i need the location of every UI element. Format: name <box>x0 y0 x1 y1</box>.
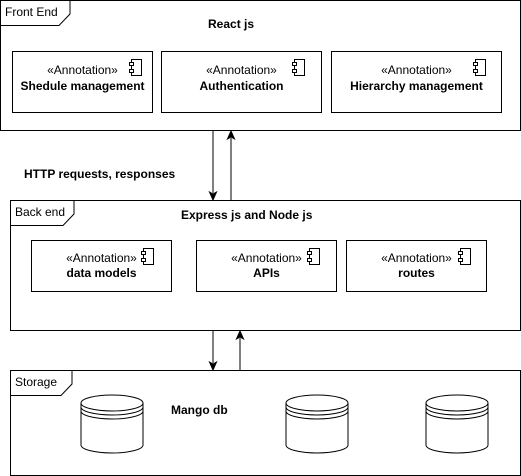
component-apis[interactable]: «Annotation» APIs <box>196 240 337 292</box>
component-name: Authentication <box>199 79 284 93</box>
backend-frame: Back end Express js and Node js «Annotat… <box>10 200 521 331</box>
frontend-frame: Front End React js «Annotation» Shedule … <box>0 0 521 131</box>
arrow-up-backend-to-frontend <box>226 129 236 200</box>
component-name: APIs <box>253 266 280 280</box>
backend-tab-label: Back end <box>15 205 66 219</box>
database-icon <box>80 394 144 454</box>
component-hierarchy-management[interactable]: «Annotation» Hierarchy management <box>331 51 502 113</box>
component-name: Shedule management <box>20 79 145 93</box>
component-icon <box>129 59 142 76</box>
component-icon <box>141 248 154 265</box>
component-name: routes <box>398 266 435 280</box>
component-stereotype: «Annotation» <box>381 63 452 77</box>
storage-title: Mango db <box>171 403 228 417</box>
database-icon <box>425 394 489 454</box>
component-icon <box>473 59 486 76</box>
component-routes[interactable]: «Annotation» routes <box>346 240 487 292</box>
component-stereotype: «Annotation» <box>66 251 137 265</box>
storage-frame: Storage Mango db <box>10 370 521 476</box>
component-stereotype: «Annotation» <box>47 63 118 77</box>
component-stereotype: «Annotation» <box>206 63 277 77</box>
component-stereotype: «Annotation» <box>231 251 302 265</box>
arrow-down-backend-to-storage <box>208 331 218 372</box>
arrow-down-frontend-to-backend <box>208 131 218 202</box>
http-edge-label: HTTP requests, responses <box>24 167 176 181</box>
arrow-up-storage-to-backend <box>235 329 245 370</box>
component-icon <box>307 248 320 265</box>
component-name: data models <box>66 266 137 280</box>
frontend-tab-label: Front End <box>5 5 58 19</box>
backend-title: Express js and Node js <box>181 208 313 222</box>
component-schedule-management[interactable]: «Annotation» Shedule management <box>12 51 153 113</box>
frontend-title: React js <box>208 17 255 31</box>
component-icon <box>458 248 471 265</box>
database-icon <box>285 394 349 454</box>
component-stereotype: «Annotation» <box>381 251 452 265</box>
component-name: Hierarchy management <box>350 79 483 93</box>
component-data-models[interactable]: «Annotation» data models <box>31 240 172 292</box>
component-authentication[interactable]: «Annotation» Authentication <box>161 51 322 113</box>
component-icon <box>292 59 305 76</box>
storage-tab-label: Storage <box>15 375 58 389</box>
